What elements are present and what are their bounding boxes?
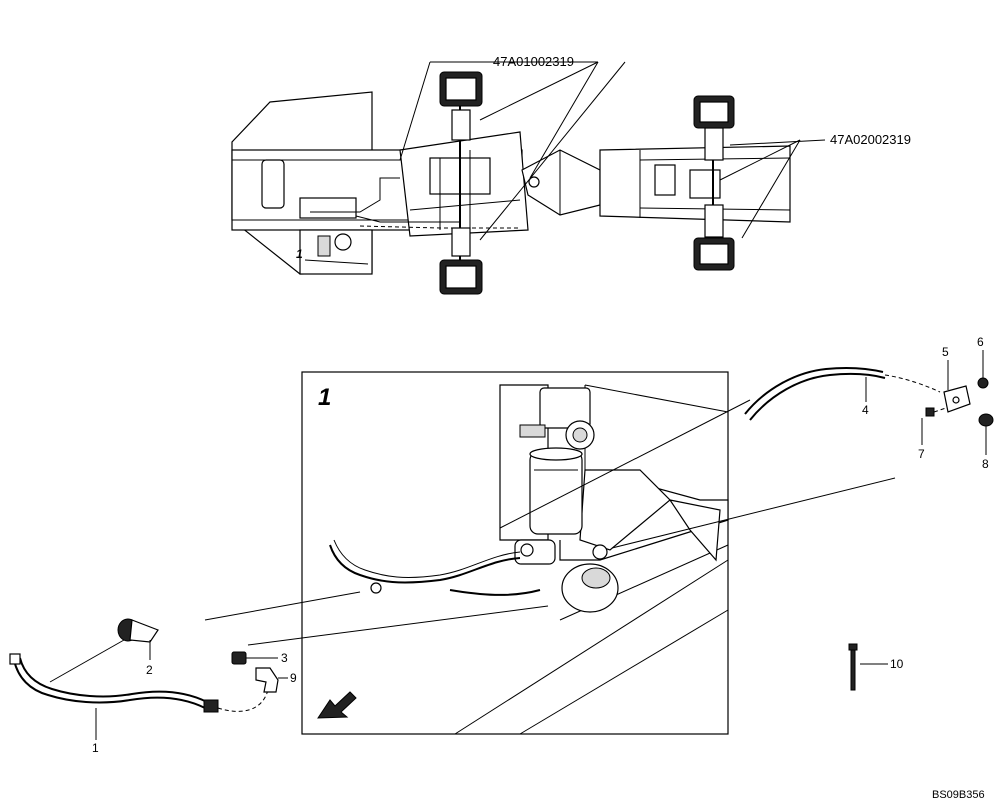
rear-frame-ref-label: 47A02002319: [830, 132, 911, 147]
part-3-fitting: [231, 651, 278, 665]
callout-6: 6: [977, 335, 984, 349]
part-2-clamp: [49, 618, 159, 683]
callout-5: 5: [942, 345, 949, 359]
detail-leaders: [204, 399, 896, 646]
callout-7: 7: [918, 447, 925, 461]
part-8-grommet: [978, 413, 994, 455]
tank-box: [299, 197, 357, 219]
part-4-return-hose: [744, 367, 941, 421]
part-6-nut: [977, 350, 989, 389]
overview-detail-marker: 1: [296, 247, 303, 261]
callout-2: 2: [146, 663, 153, 677]
callout-4: 4: [862, 403, 869, 417]
machine-overview: 1: [231, 71, 791, 295]
detail-marker: 1: [318, 384, 331, 411]
part-1-fuel-hose: [9, 653, 269, 740]
tank: [261, 159, 285, 209]
callout-1: 1: [92, 741, 99, 755]
part-5-bracket: [943, 360, 971, 413]
callout-9: 9: [290, 671, 297, 685]
part-7-bolt: [921, 407, 947, 445]
filter-head: [539, 387, 591, 429]
part-9-elbow: [255, 667, 288, 693]
reference-leaders: [399, 61, 826, 241]
detail-fuel-hose: [329, 544, 521, 584]
callout-10: 10: [890, 657, 904, 671]
filter-location: [299, 229, 373, 275]
drawing-code: BS09B356: [932, 789, 985, 801]
fuel-filter-canister: [529, 451, 583, 535]
front-frame-ref-label: 47A01002319: [493, 54, 574, 69]
detail-view-box: 1: [301, 371, 729, 735]
direction-arrow: [317, 691, 357, 719]
callout-8: 8: [982, 457, 989, 471]
part-10-cable-tie: [848, 643, 888, 691]
callout-3: 3: [281, 651, 288, 665]
